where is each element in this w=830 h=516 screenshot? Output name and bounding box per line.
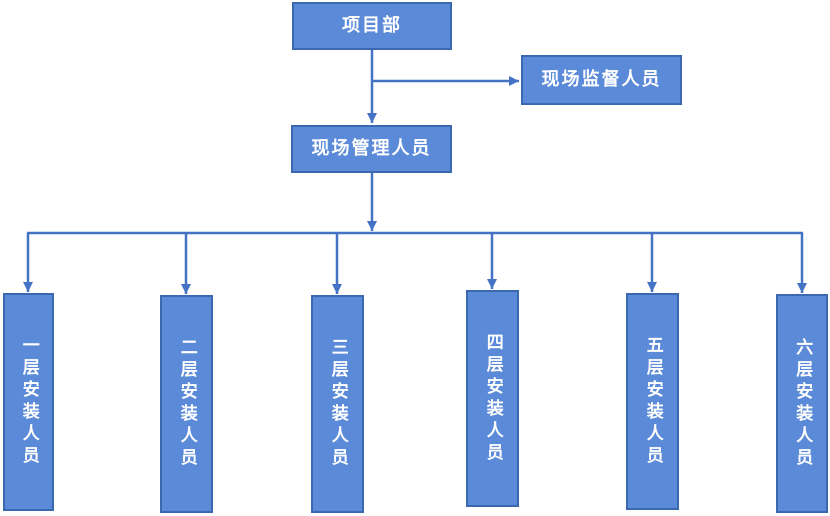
node-label: 五层安装人员 [643, 335, 663, 468]
node-label: 二层安装人员 [177, 338, 197, 470]
node-label: 三层安装人员 [328, 338, 348, 470]
node-floor-5-installers: 五层安装人员 [626, 293, 679, 510]
node-floor-3-installers: 三层安装人员 [311, 295, 364, 513]
node-floor-2-installers: 二层安装人员 [160, 295, 213, 513]
node-label: 六层安装人员 [793, 337, 813, 470]
node-site-supervision: 现场监督人员 [521, 55, 682, 105]
node-floor-6-installers: 六层安装人员 [776, 294, 828, 513]
node-floor-1-installers: 一层安装人员 [3, 293, 54, 511]
node-site-management: 现场管理人员 [291, 125, 452, 173]
node-label: 四层安装人员 [483, 332, 503, 465]
node-label: 现场管理人员 [311, 138, 432, 159]
node-label: 现场监督人员 [541, 69, 662, 90]
node-project-department: 项目部 [292, 2, 452, 50]
node-floor-4-installers: 四层安装人员 [466, 290, 519, 507]
node-label: 项目部 [342, 15, 402, 36]
node-label: 一层安装人员 [19, 336, 39, 468]
